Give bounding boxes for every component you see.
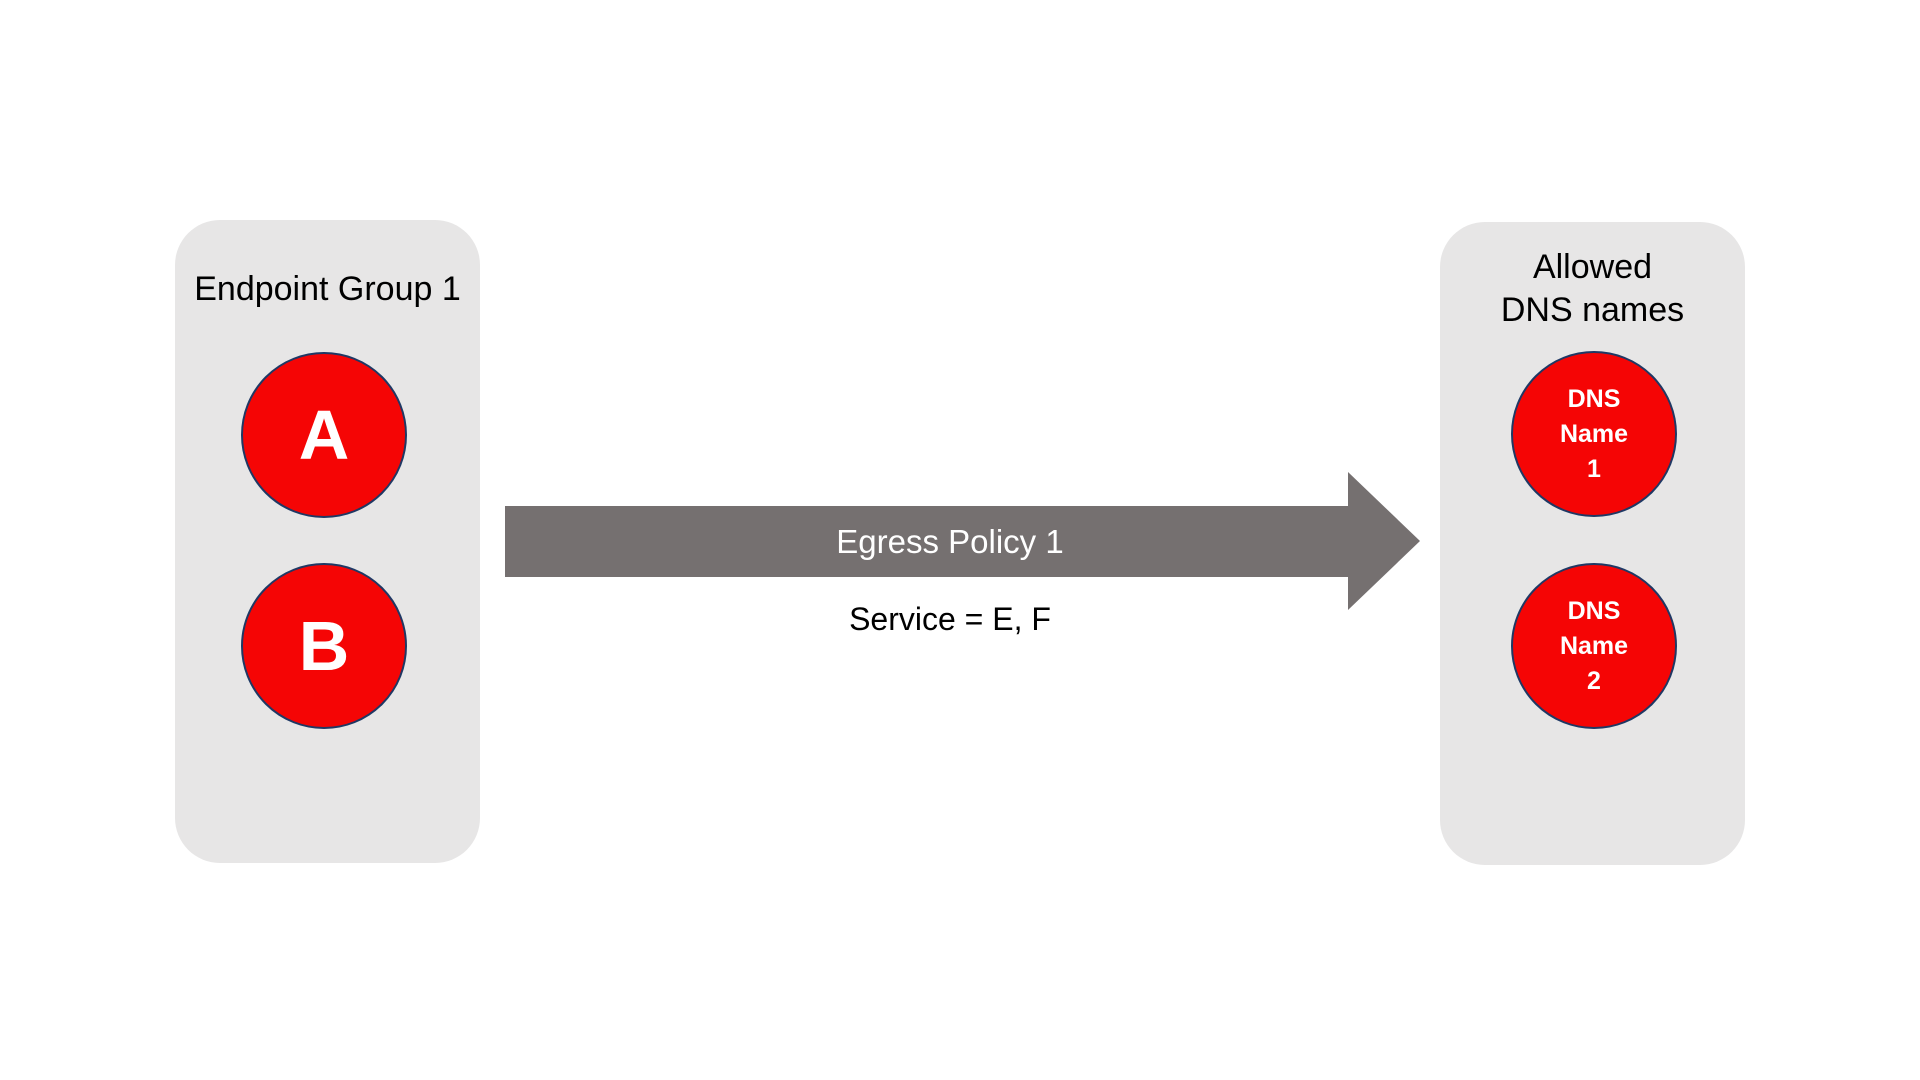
- endpoint-group-box: Endpoint Group 1 A B: [175, 220, 480, 863]
- dns-name-1-line2: Name: [1559, 419, 1629, 448]
- dns-name-2-line2: Name: [1559, 631, 1629, 660]
- allowed-dns-group-box: Allowed DNS names DNS Name 1 DNS Name 2: [1440, 222, 1745, 865]
- dns-name-2-line1: DNS: [1567, 596, 1621, 625]
- allowed-dns-title-line1: Allowed: [1532, 248, 1653, 286]
- service-label: Service = E, F: [849, 601, 1051, 637]
- endpoint-node-b-label: B: [298, 607, 350, 685]
- allowed-dns-group-title: Allowed DNS names: [1440, 246, 1745, 332]
- endpoint-node-a: A: [241, 352, 407, 518]
- dns-name-2-line3: 2: [1587, 666, 1601, 695]
- endpoint-node-a-label: A: [298, 396, 350, 474]
- dns-name-1-line1: DNS: [1567, 384, 1621, 413]
- egress-arrow-body: [505, 506, 1348, 577]
- egress-arrow-head: [1348, 472, 1420, 610]
- endpoint-group-title: Endpoint Group 1: [194, 270, 461, 308]
- allowed-dns-title-line2: DNS names: [1500, 291, 1685, 329]
- dns-name-1-node: DNS Name 1: [1511, 351, 1677, 517]
- dns-name-1-line3: 1: [1587, 454, 1601, 483]
- dns-name-2-node: DNS Name 2: [1511, 563, 1677, 729]
- endpoint-node-b: B: [241, 563, 407, 729]
